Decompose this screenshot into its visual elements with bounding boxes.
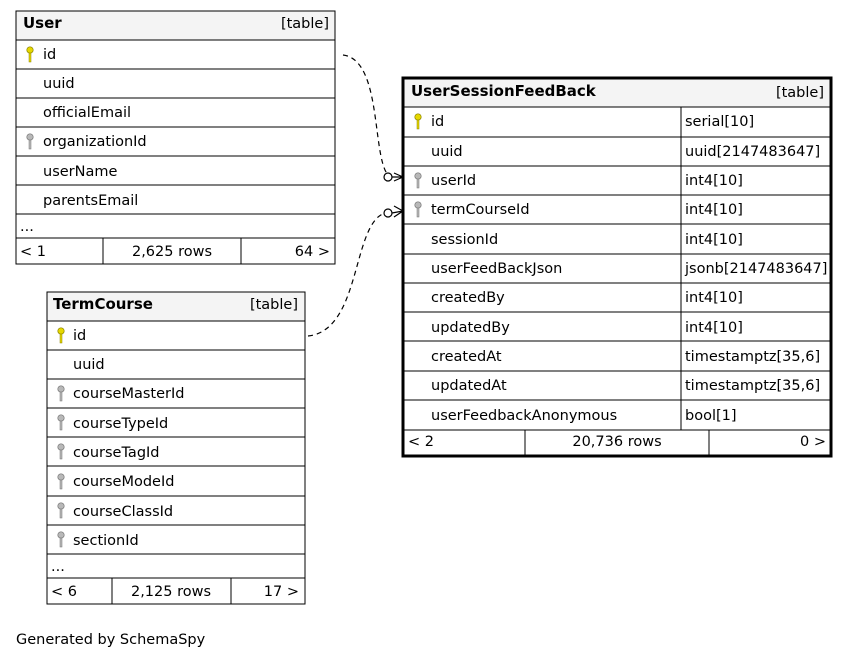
table-name: TermCourse (53, 295, 153, 313)
column-name: parentsEmail (43, 193, 138, 209)
column-name: userFeedBackJson (431, 261, 562, 277)
table-kind: [table] (281, 16, 329, 32)
column-type: bool[1] (685, 408, 737, 424)
column-name: courseTypeId (73, 416, 168, 432)
foreign-key-icon (57, 443, 65, 460)
foreign-key-icon (414, 201, 422, 218)
table-header (47, 292, 305, 321)
column-name: uuid (43, 76, 75, 92)
column-name: id (73, 328, 86, 344)
relationship-user-usersessionfeedback (342, 54, 393, 179)
column-type: int4[10] (685, 320, 743, 336)
row-count: 2,625 rows (132, 244, 212, 260)
table-header (403, 78, 831, 107)
column-name: courseModeId (73, 474, 174, 490)
column-name: courseMasterId (73, 386, 184, 402)
table-kind: [table] (250, 297, 298, 313)
column-name: createdAt (431, 349, 502, 365)
foreign-key-icon (57, 531, 65, 548)
column-name: officialEmail (43, 105, 131, 121)
primary-key-icon (26, 46, 34, 63)
foreign-key-icon (57, 385, 65, 402)
column-type: jsonb[2147483647] (684, 261, 827, 277)
column-name: uuid (73, 357, 105, 373)
primary-key-icon (414, 113, 422, 130)
table-usersessionfeedback[interactable]: UserSessionFeedBack [table] id serial[1 (401, 76, 833, 458)
more-columns: ... (20, 219, 34, 235)
column-name: courseClassId (73, 504, 173, 520)
relationship-termcourse-usersessionfeedback (307, 211, 393, 337)
column-name: updatedAt (431, 378, 507, 394)
parents-count[interactable]: < 1 (20, 244, 46, 260)
table-name: UserSessionFeedBack (411, 82, 597, 100)
column-name: id (43, 47, 56, 63)
column-name: sectionId (73, 533, 139, 549)
primary-key-icon (57, 327, 65, 344)
parents-count[interactable]: < 2 (408, 434, 434, 450)
column-name: termCourseId (431, 202, 530, 218)
foreign-key-icon (26, 133, 34, 150)
column-name: userFeedbackAnonymous (431, 408, 617, 424)
foreign-key-icon (57, 473, 65, 490)
column-name: createdBy (431, 290, 505, 306)
table-kind: [table] (776, 85, 824, 101)
column-name: uuid (431, 144, 463, 160)
more-columns: ... (51, 559, 65, 575)
table-user[interactable]: User [table] id uuid officialEmail organ… (15, 10, 336, 265)
column-name: userName (43, 164, 117, 180)
children-count[interactable]: 0 > (800, 434, 826, 450)
column-type: timestamptz[35,6] (685, 349, 820, 365)
crows-foot-userid (383, 172, 404, 182)
column-type: uuid[2147483647] (685, 144, 820, 160)
column-type: serial[10] (685, 114, 754, 130)
column-name: organizationId (43, 134, 147, 150)
table-termcourse[interactable]: TermCourse [table] (46, 291, 306, 605)
table-name: User (23, 14, 62, 32)
children-count[interactable]: 17 > (264, 584, 299, 600)
column-type: int4[10] (685, 202, 743, 218)
children-count[interactable]: 64 > (295, 244, 330, 260)
row-count: 20,736 rows (572, 434, 661, 450)
generated-by-label: Generated by SchemaSpy (16, 632, 206, 648)
row-count: 2,125 rows (131, 584, 211, 600)
table-header (16, 11, 335, 40)
column-name: updatedBy (431, 320, 510, 336)
foreign-key-icon (57, 502, 65, 519)
column-type: int4[10] (685, 232, 743, 248)
column-name: sessionId (431, 232, 498, 248)
column-type: int4[10] (685, 290, 743, 306)
crows-foot-termcourseid (383, 205, 404, 218)
foreign-key-icon (57, 414, 65, 431)
foreign-key-icon (414, 172, 422, 189)
column-name: id (431, 114, 444, 130)
column-name: userId (431, 173, 476, 189)
parents-count[interactable]: < 6 (51, 584, 77, 600)
column-type: timestamptz[35,6] (685, 378, 820, 394)
column-name: courseTagId (73, 445, 160, 461)
column-type: int4[10] (685, 173, 743, 189)
